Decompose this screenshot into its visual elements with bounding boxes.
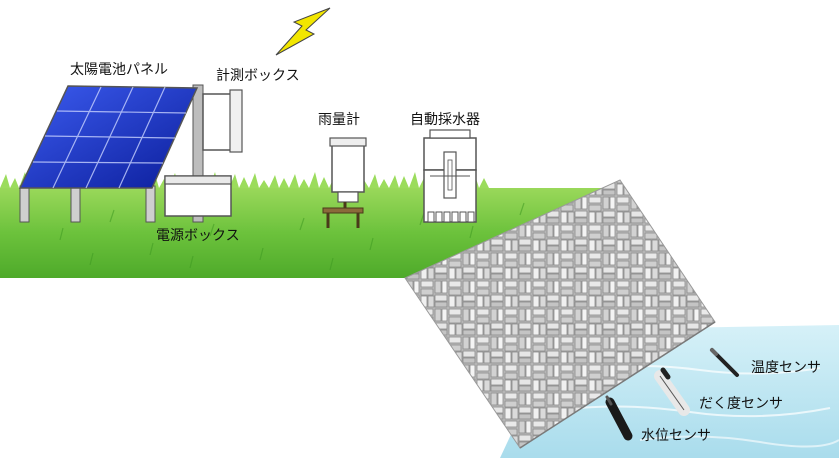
lightning-bolt-icon	[275, 7, 331, 56]
rain-gauge	[322, 137, 367, 228]
turbidity-sensor	[654, 367, 690, 416]
label-temperature-sensor: 温度センサ	[751, 360, 821, 376]
power-box	[164, 175, 232, 217]
label-water-level-sensor: 水位センサ	[641, 428, 711, 444]
label-measurement-box: 計測ボックス	[216, 68, 300, 84]
label-auto-sampler: 自動採水器	[410, 112, 480, 128]
label-rain-gauge: 雨量計	[318, 112, 360, 128]
embankment	[404, 179, 716, 449]
measurement-box	[202, 89, 243, 153]
auto-sampler	[423, 129, 477, 223]
label-solar-panel: 太陽電池パネル	[70, 62, 168, 78]
label-power-box: 電源ボックス	[156, 228, 240, 244]
temperature-sensor	[710, 348, 739, 377]
water-level-sensor	[605, 395, 633, 441]
label-turbidity-sensor: だく度センサ	[699, 396, 783, 412]
solar-panel	[18, 84, 204, 223]
